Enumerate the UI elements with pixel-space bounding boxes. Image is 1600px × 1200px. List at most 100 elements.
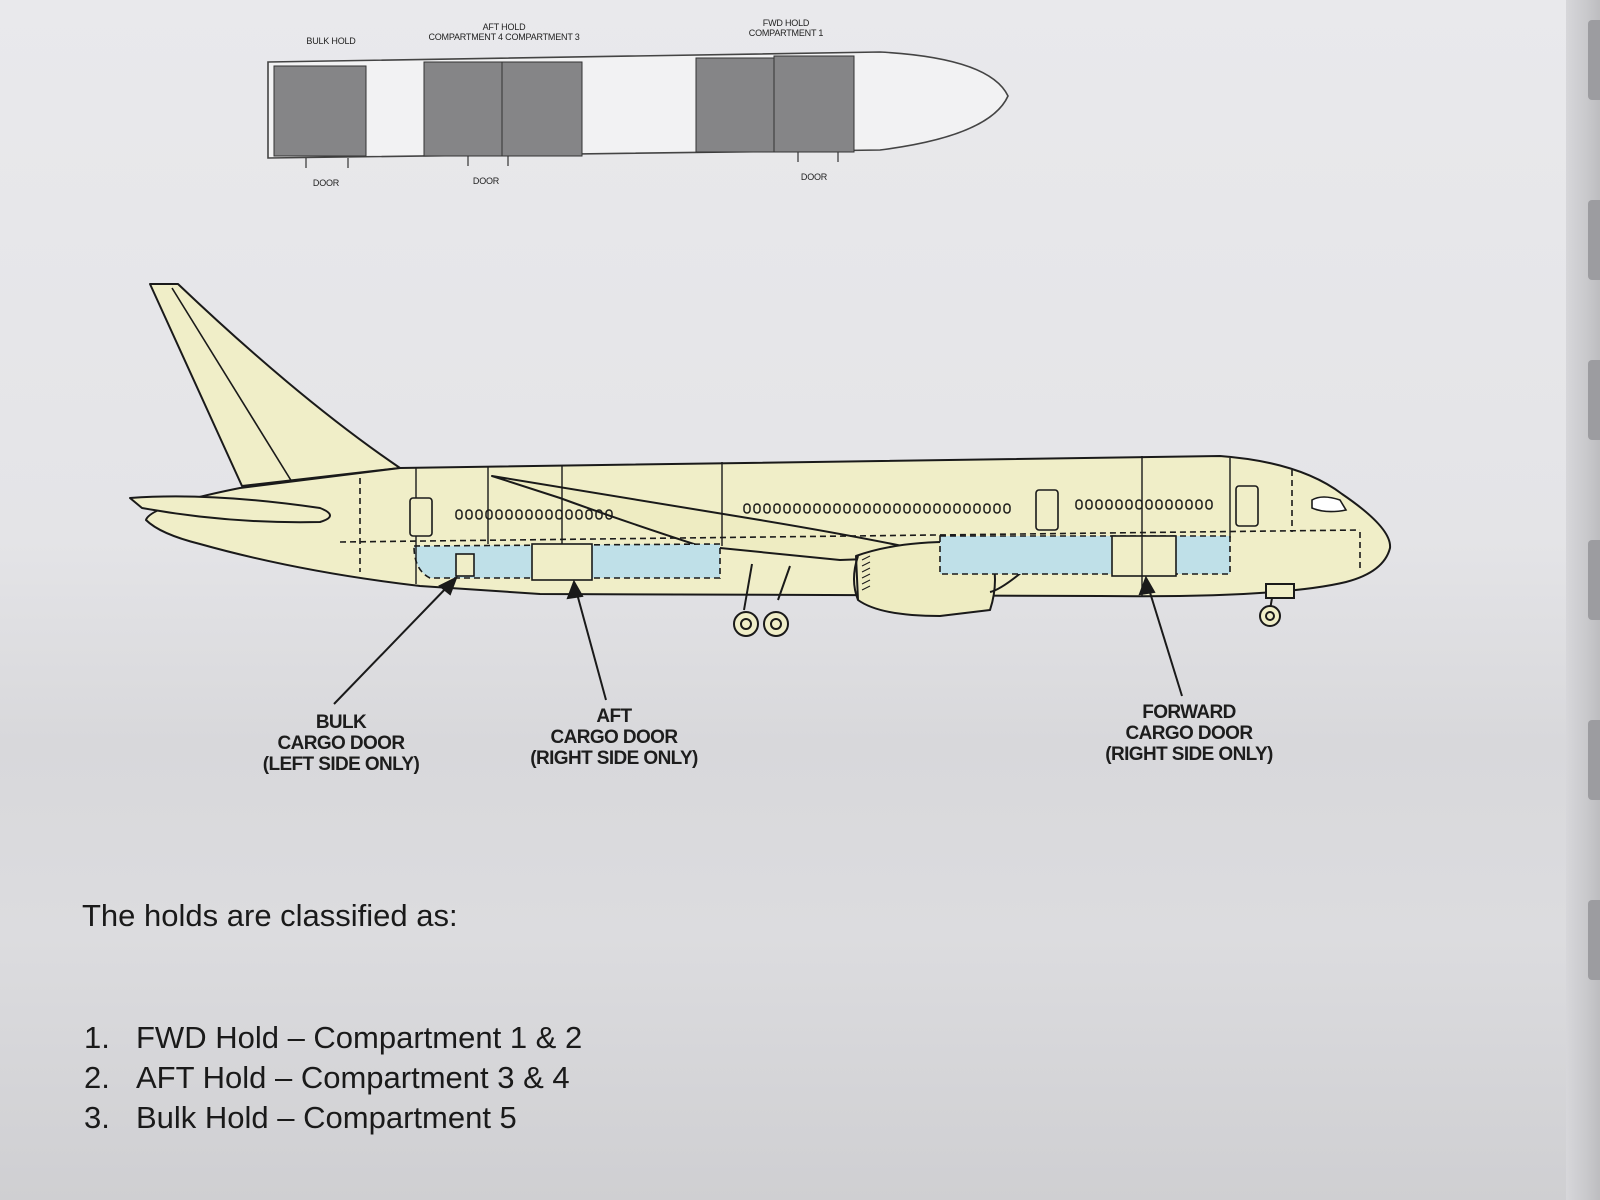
- window: [495, 509, 503, 520]
- label-door-bulk: DOOR: [312, 178, 340, 188]
- bulk-cargo-door: [455, 553, 475, 577]
- window: [1155, 499, 1163, 510]
- window: [465, 509, 473, 520]
- binder-tab: [1588, 360, 1600, 440]
- window: [575, 509, 583, 520]
- list-item: 3.Bulk Hold – Compartment 5: [84, 1100, 517, 1135]
- window: [963, 503, 971, 514]
- window: [1125, 499, 1133, 510]
- horizontal-stabilizer: [129, 495, 331, 524]
- window: [1003, 503, 1011, 514]
- window: [903, 503, 911, 514]
- window: [525, 509, 533, 520]
- window: [1105, 499, 1113, 510]
- window: [893, 503, 901, 514]
- window: [605, 509, 613, 520]
- window: [743, 503, 751, 514]
- window: [565, 509, 573, 520]
- deck-dashed-lines: [339, 470, 1361, 572]
- window: [485, 509, 493, 520]
- window: [803, 503, 811, 514]
- window: [943, 503, 951, 514]
- schematic-bulk-hold: [273, 65, 367, 157]
- window: [1205, 499, 1213, 510]
- vertical-tail: [149, 283, 401, 487]
- binder-tab: [1588, 540, 1600, 620]
- schematic-compartment-3: [501, 61, 583, 157]
- window: [595, 509, 603, 520]
- passenger-door-mid: [1035, 489, 1059, 531]
- window: [585, 509, 593, 520]
- nose-landing-gear: [1259, 583, 1295, 627]
- binder-tab: [1588, 900, 1600, 980]
- label-bulk-hold: BULK HOLD: [306, 36, 356, 46]
- window: [1075, 499, 1083, 510]
- window: [1175, 499, 1183, 510]
- window: [783, 503, 791, 514]
- schematic-compartment-2: [695, 57, 775, 153]
- window: [973, 503, 981, 514]
- window: [1195, 499, 1203, 510]
- list-item: 2.AFT Hold – Compartment 3 & 4: [84, 1060, 570, 1095]
- label-door-aft: DOOR: [472, 176, 500, 186]
- callout-bulk-cargo-door: BULK CARGO DOOR (LEFT SIDE ONLY): [262, 712, 420, 775]
- window: [993, 503, 1001, 514]
- window: [1115, 499, 1123, 510]
- schematic-door-ticks: [305, 152, 839, 168]
- label-aft-hold: AFT HOLD COMPARTMENT 4 COMPARTMENT 3: [428, 22, 580, 42]
- label-fwd-hold: FWD HOLD COMPARTMENT 1: [748, 18, 824, 38]
- window: [873, 503, 881, 514]
- window: [793, 503, 801, 514]
- window: [753, 503, 761, 514]
- window: [953, 503, 961, 514]
- window: [515, 509, 523, 520]
- window: [763, 503, 771, 514]
- callout-aft-cargo-door: AFT CARGO DOOR (RIGHT SIDE ONLY): [530, 706, 698, 769]
- callout-forward-cargo-door: FORWARD CARGO DOOR (RIGHT SIDE ONLY): [1105, 702, 1273, 765]
- window: [545, 509, 553, 520]
- window: [505, 509, 513, 520]
- schematic-compartment-4: [423, 61, 503, 157]
- window: [1185, 499, 1193, 510]
- window: [1085, 499, 1093, 510]
- window: [773, 503, 781, 514]
- window: [853, 503, 861, 514]
- window: [1095, 499, 1103, 510]
- main-landing-gear: [733, 563, 791, 637]
- window: [1145, 499, 1153, 510]
- holds-intro-text: The holds are classified as:: [82, 898, 458, 933]
- schematic-compartment-1: [773, 55, 855, 153]
- label-door-fwd: DOOR: [800, 172, 828, 182]
- binder-tab: [1588, 200, 1600, 280]
- window: [863, 503, 871, 514]
- binder-tab: [1588, 20, 1600, 100]
- window: [923, 503, 931, 514]
- window: [823, 503, 831, 514]
- window: [843, 503, 851, 514]
- passenger-door-aft: [409, 497, 433, 537]
- window: [833, 503, 841, 514]
- passenger-door-fwd: [1235, 485, 1259, 527]
- binder-tab: [1588, 720, 1600, 800]
- window: [983, 503, 991, 514]
- engine-chevrons: [861, 555, 871, 591]
- window: [933, 503, 941, 514]
- window: [813, 503, 821, 514]
- list-item: 1.FWD Hold – Compartment 1 & 2: [84, 1020, 583, 1055]
- window: [555, 509, 563, 520]
- window: [1165, 499, 1173, 510]
- callout-arrows: [333, 575, 1183, 705]
- binder-edge: [1566, 0, 1600, 1200]
- window: [475, 509, 483, 520]
- window: [535, 509, 543, 520]
- window: [1135, 499, 1143, 510]
- window: [455, 509, 463, 520]
- holds-list: 1.FWD Hold – Compartment 1 & 2 2.AFT Hol…: [84, 1018, 582, 1138]
- window: [883, 503, 891, 514]
- window: [913, 503, 921, 514]
- forward-cargo-hold: [939, 535, 1231, 575]
